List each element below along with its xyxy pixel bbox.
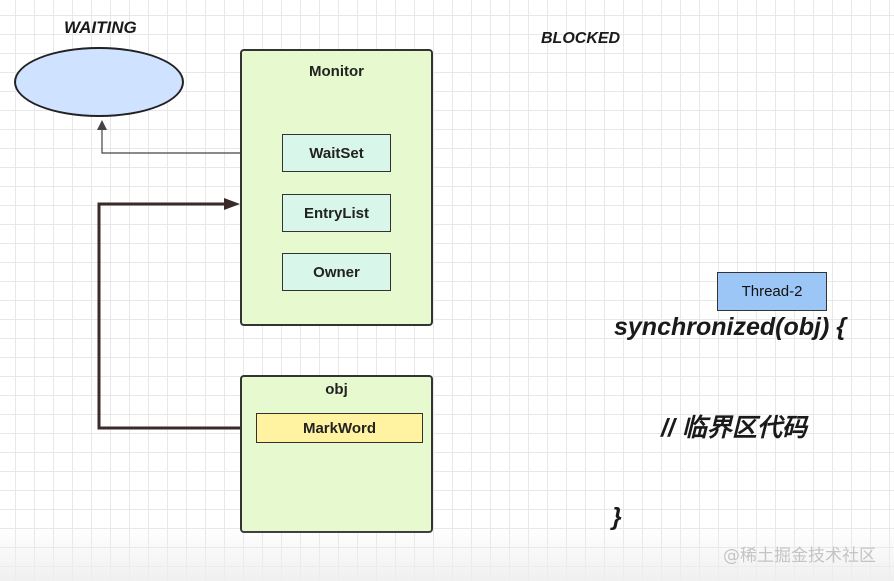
markword-to-monitor-arrow [97,202,256,430]
thread-2-box: Thread-2 [717,272,827,311]
waitset-arrowhead [97,120,107,130]
waiting-ellipse [14,47,184,117]
waitset-slot: WaitSet [282,134,391,172]
watermark-band [0,528,894,581]
watermark-text: @稀土掘金技术社区 [723,546,876,566]
monitor-title: Monitor [309,63,364,80]
code-line-critical-section: // 临界区代码 [661,414,807,442]
blocked-label: BLOCKED [541,30,621,47]
code-line-closing-brace: } [612,503,622,531]
waiting-label: WAITING [64,18,137,37]
obj-panel: obj [240,375,433,533]
owner-slot: Owner [282,253,391,291]
entrylist-slot: EntryList [282,194,391,232]
markword-slot: MarkWord [256,413,423,443]
monitor-arrowhead [224,198,240,210]
obj-title: obj [325,381,348,398]
waitset-to-waiting-arrow [101,128,282,154]
code-line-synchronized: synchronized(obj) { [614,313,846,341]
